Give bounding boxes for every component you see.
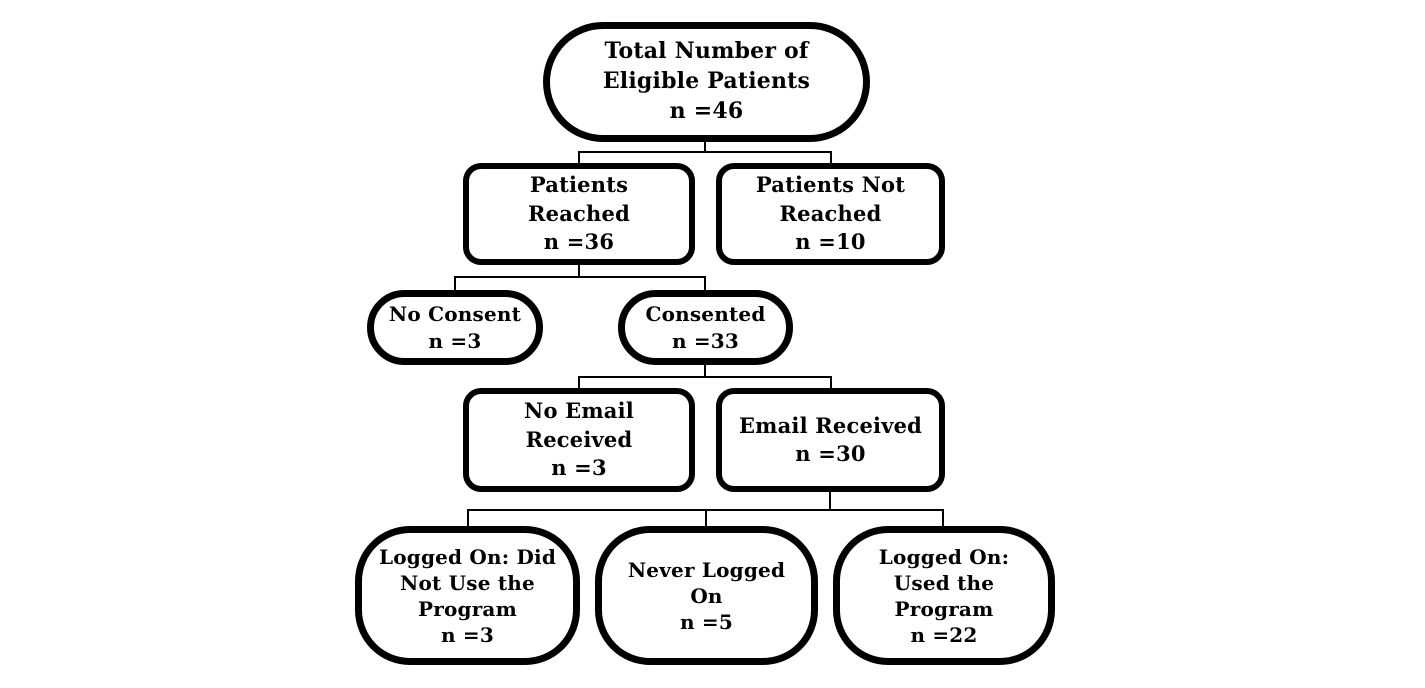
connector-email-stem — [829, 490, 831, 511]
flow-node-no-email-received-label: No Email Received n =3 — [524, 398, 634, 481]
connector-stub-patients-not-reached — [830, 151, 832, 164]
connector-stub-no-consent — [454, 276, 456, 291]
connector-reached-stem — [578, 263, 580, 278]
connector-stub-logged-used — [942, 509, 944, 527]
flow-node-logged-on-used-label: Logged On: Used the Program n =22 — [878, 544, 1010, 647]
connector-stub-email — [830, 376, 832, 389]
connector-total-crossbar — [578, 151, 832, 153]
flow-node-patients-reached-label: Patients Reached n =36 — [528, 172, 630, 255]
flow-node-total-eligible: Total Number of Eligible Patients n =46 — [543, 22, 870, 142]
connector-consented-stem — [704, 363, 706, 378]
flow-node-no-consent: No Consent n =3 — [367, 290, 543, 365]
flow-node-patients-not-reached: Patients Not Reached n =10 — [716, 163, 945, 265]
connector-stub-never-logged — [705, 509, 707, 527]
connector-total-stem — [704, 140, 706, 152]
connector-reached-crossbar — [454, 276, 706, 278]
flow-node-never-logged-on-label: Never Logged On n =5 — [627, 557, 786, 634]
flow-node-no-email-received: No Email Received n =3 — [463, 388, 695, 492]
connector-stub-consented — [704, 276, 706, 291]
flow-node-email-received-label: Email Received n =30 — [738, 412, 923, 466]
flow-node-consented-label: Consented n =33 — [645, 301, 766, 353]
connector-consented-crossbar — [578, 376, 832, 378]
flow-node-patients-reached: Patients Reached n =36 — [463, 163, 695, 265]
connector-stub-no-email — [578, 376, 580, 389]
connector-stub-patients-reached — [578, 151, 580, 164]
flow-node-email-received: Email Received n =30 — [716, 388, 945, 492]
flow-node-logged-on-used: Logged On: Used the Program n =22 — [833, 526, 1055, 665]
flow-node-no-consent-label: No Consent n =3 — [388, 301, 522, 353]
flow-node-logged-on-did-not-use: Logged On: Did Not Use the Program n =3 — [355, 526, 580, 665]
flow-node-patients-not-reached-label: Patients Not Reached n =10 — [755, 172, 906, 255]
connector-stub-logged-not-used — [467, 509, 469, 527]
flow-node-consented: Consented n =33 — [618, 290, 793, 365]
flow-node-never-logged-on: Never Logged On n =5 — [595, 526, 818, 665]
flow-node-logged-on-did-not-use-label: Logged On: Did Not Use the Program n =3 — [378, 544, 557, 647]
flow-node-total-eligible-label: Total Number of Eligible Patients n =46 — [602, 38, 811, 124]
